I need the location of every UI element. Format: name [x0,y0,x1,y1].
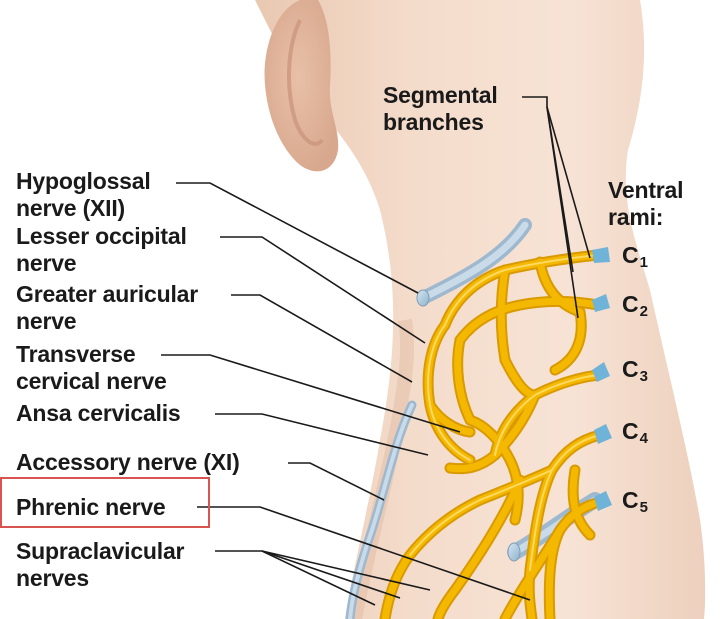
label-segmental-branches: Segmental branches [383,82,498,136]
c1-sub: 1 [639,254,648,271]
label-c5: C5 [622,487,648,516]
cervical-plexus [379,249,606,619]
label-supraclavicular-nerves: Supraclavicular nerves [16,538,185,592]
label-lesser-occipital-line2: nerve [16,250,77,276]
c5-sub: 5 [639,499,648,516]
c3-sub: 3 [639,368,648,385]
label-supraclavicular-line1: Supraclavicular [16,538,185,564]
label-ventral-line2: rami: [608,204,664,230]
c4-letter: C [622,418,639,444]
label-hypoglossal-line1: Hypoglossal [16,168,151,194]
label-supraclavicular-line2: nerves [16,565,89,591]
c1-letter: C [622,242,639,268]
label-transverse-line2: cervical nerve [16,368,167,394]
label-transverse-line1: Transverse [16,341,136,367]
label-c3: C3 [622,356,648,385]
label-lesser-occipital-line1: Lesser occipital [16,223,187,249]
label-phrenic-nerve: Phrenic nerve [16,494,166,520]
label-ventral-rami: Ventral rami: [608,177,684,231]
label-segmental-line2: branches [383,109,484,135]
label-greater-auricular-nerve: Greater auricular nerve [16,281,198,335]
head-neck-shape [255,0,706,619]
label-segmental-line1: Segmental [383,82,498,108]
c2-letter: C [622,291,639,317]
label-hypoglossal-nerve: Hypoglossal nerve (XII) [16,168,151,222]
c3-letter: C [622,356,639,382]
c4-sub: 4 [639,430,648,447]
label-greater-auricular-line1: Greater auricular [16,281,198,307]
label-c2: C2 [622,291,648,320]
ear-shape [264,0,339,172]
label-hypoglossal-line2: nerve (XII) [16,195,126,221]
leader-lines [161,96,591,606]
label-lesser-occipital-nerve: Lesser occipital nerve [16,223,187,277]
label-c1: C1 [622,242,648,271]
phrenic-highlight-box [0,477,210,528]
label-accessory-nerve: Accessory nerve (XI) [16,449,240,475]
c2-sub: 2 [639,303,648,320]
label-greater-auricular-line2: nerve [16,308,77,334]
ventral-rami-ends [592,247,612,511]
label-ventral-line1: Ventral [608,177,684,203]
label-transverse-cervical-nerve: Transverse cervical nerve [16,341,167,395]
c5-letter: C [622,487,639,513]
label-ansa-cervicalis: Ansa cervicalis [16,400,181,426]
label-c4: C4 [622,418,648,447]
